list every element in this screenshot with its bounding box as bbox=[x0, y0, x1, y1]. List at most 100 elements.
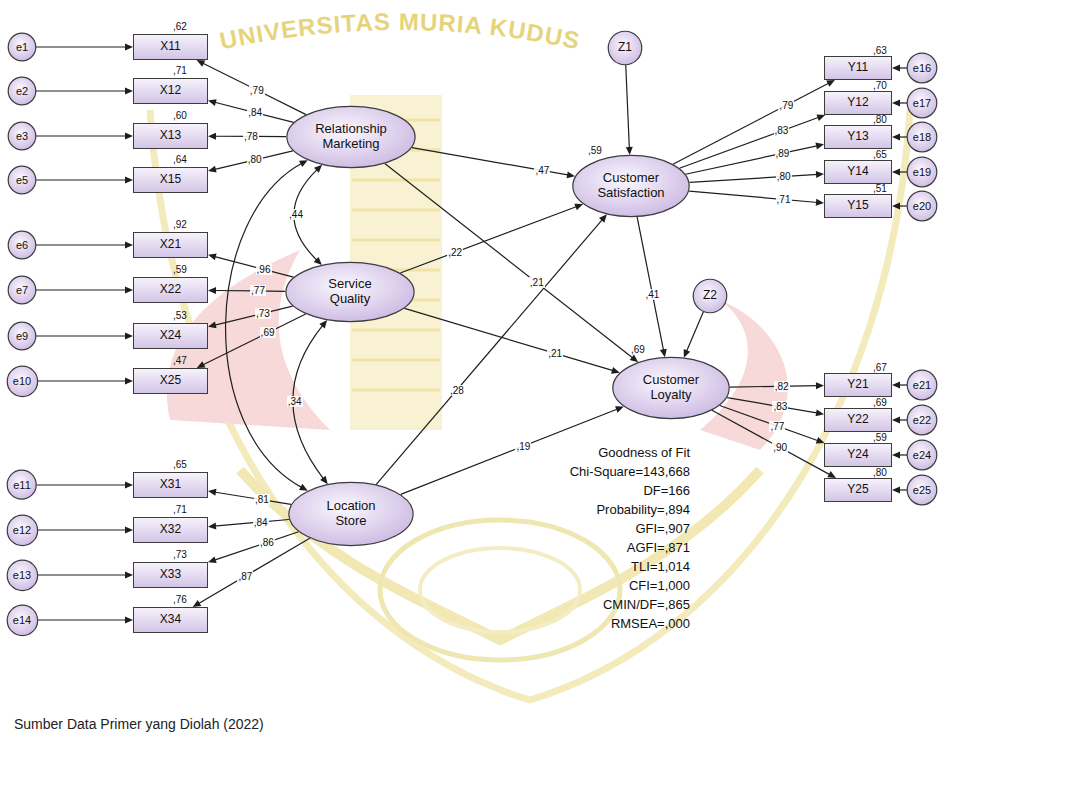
node-label: Z1 bbox=[618, 41, 632, 55]
indicator-box: Y22 bbox=[824, 408, 892, 432]
r-squared-label: ,76 bbox=[173, 594, 187, 605]
connector-line bbox=[37, 380, 127, 381]
coefficient-label: ,79 bbox=[778, 100, 794, 111]
indicator-box: X31 bbox=[133, 472, 208, 498]
path-arrow bbox=[36, 133, 133, 140]
node-label: e12 bbox=[13, 524, 31, 537]
path-arrow bbox=[37, 526, 133, 533]
r-squared-label: ,47 bbox=[173, 355, 187, 366]
fit-statistic: RMSEA=,000 bbox=[611, 616, 690, 632]
coefficient-label: ,82 bbox=[774, 381, 790, 392]
arrow-head bbox=[684, 349, 690, 358]
r-squared-label: ,59 bbox=[873, 432, 887, 443]
path-arrow bbox=[684, 312, 704, 358]
arrow-head bbox=[125, 571, 133, 578]
error-circle: e1 bbox=[8, 33, 36, 61]
connector-line bbox=[637, 217, 664, 351]
error-circle: e10 bbox=[7, 366, 38, 397]
error-circle-shape bbox=[8, 471, 37, 500]
node-label: Y13 bbox=[847, 130, 868, 144]
node-label: X33 bbox=[160, 568, 181, 582]
node-label: e21 bbox=[913, 379, 931, 392]
arrow-head bbox=[125, 526, 133, 533]
r-squared-label: ,65 bbox=[173, 459, 187, 470]
arrow-head bbox=[125, 44, 133, 51]
connector-line bbox=[36, 244, 127, 245]
connector-line bbox=[626, 65, 630, 149]
connector-line bbox=[412, 148, 569, 175]
arrow-head bbox=[197, 60, 206, 67]
node-label: X24 bbox=[160, 329, 181, 343]
node-label: X34 bbox=[160, 613, 181, 627]
path-arrow bbox=[36, 287, 133, 294]
node-label: e10 bbox=[13, 375, 31, 388]
path-arrow bbox=[892, 203, 907, 210]
arrow-head bbox=[193, 600, 202, 607]
connector-line bbox=[202, 314, 306, 365]
error-circle-shape bbox=[907, 157, 937, 187]
path-arrow bbox=[673, 80, 835, 164]
node-label: e16 bbox=[913, 62, 931, 75]
connector-line bbox=[36, 179, 127, 180]
arrow-head bbox=[319, 320, 327, 328]
path-arrow bbox=[208, 520, 289, 530]
path-arrow bbox=[400, 204, 583, 273]
arrow-head bbox=[208, 166, 217, 173]
coefficient-label: ,73 bbox=[255, 308, 271, 319]
arrow-head bbox=[208, 133, 216, 140]
node-label: Y22 bbox=[847, 413, 868, 427]
path-arrow bbox=[690, 171, 824, 182]
error-circle: e11 bbox=[7, 470, 36, 499]
node-label: e2 bbox=[16, 85, 28, 98]
path-arrow bbox=[36, 242, 133, 249]
path-arrow bbox=[226, 160, 308, 491]
error-circle-shape bbox=[8, 77, 36, 105]
fit-statistic: Goodness of Fit bbox=[598, 445, 690, 461]
path-arrow bbox=[689, 191, 824, 206]
path-arrow bbox=[401, 406, 624, 494]
fit-statistic: AGFI=,871 bbox=[627, 540, 690, 556]
coefficient-label: ,69 bbox=[260, 327, 276, 338]
error-circle: e12 bbox=[7, 515, 38, 546]
latent-ellipse-shape bbox=[287, 106, 415, 167]
node-label: Y14 bbox=[847, 165, 868, 179]
error-circle-shape bbox=[907, 475, 937, 505]
residual-circle: Z2 bbox=[693, 279, 727, 313]
r-squared-label: ,80 bbox=[873, 467, 887, 478]
indicator-box: Y24 bbox=[824, 443, 892, 467]
emblem-outline bbox=[150, 110, 910, 700]
node-label: e24 bbox=[913, 449, 931, 462]
connector-line bbox=[690, 174, 818, 182]
node-label: e6 bbox=[16, 239, 28, 252]
connector-line bbox=[689, 191, 818, 202]
arrow-head bbox=[615, 406, 624, 413]
arrow-head bbox=[208, 287, 216, 294]
connector-line bbox=[36, 335, 127, 336]
node-label: X11 bbox=[160, 40, 180, 54]
indicator-box: Y13 bbox=[824, 125, 892, 149]
connector-line bbox=[214, 102, 294, 122]
r-squared-label: ,64 bbox=[173, 154, 187, 165]
node-label: Customer Satisfaction bbox=[592, 171, 670, 201]
path-arrow bbox=[197, 314, 306, 368]
fit-statistic: DF=166 bbox=[643, 483, 690, 499]
path-arrow bbox=[193, 538, 310, 607]
path-arrow bbox=[405, 308, 620, 373]
connector-line bbox=[712, 410, 831, 475]
coefficient-label: ,21 bbox=[529, 277, 545, 288]
arrow-head bbox=[299, 160, 308, 167]
path-arrow bbox=[37, 377, 133, 384]
connector-line bbox=[37, 529, 127, 530]
latent-ellipse: Relationship Marketing bbox=[286, 106, 416, 168]
latent-ellipse-shape bbox=[286, 262, 414, 321]
path-arrow bbox=[892, 65, 907, 72]
node-label: e7 bbox=[16, 284, 28, 297]
arrow-head bbox=[567, 171, 575, 178]
error-circle: e13 bbox=[7, 560, 38, 591]
node-label: X31 bbox=[160, 478, 181, 492]
error-circle: e24 bbox=[907, 440, 937, 470]
connector-line bbox=[405, 308, 614, 371]
coefficient-label: ,19 bbox=[515, 441, 531, 452]
latent-ellipse-shape bbox=[289, 482, 413, 545]
